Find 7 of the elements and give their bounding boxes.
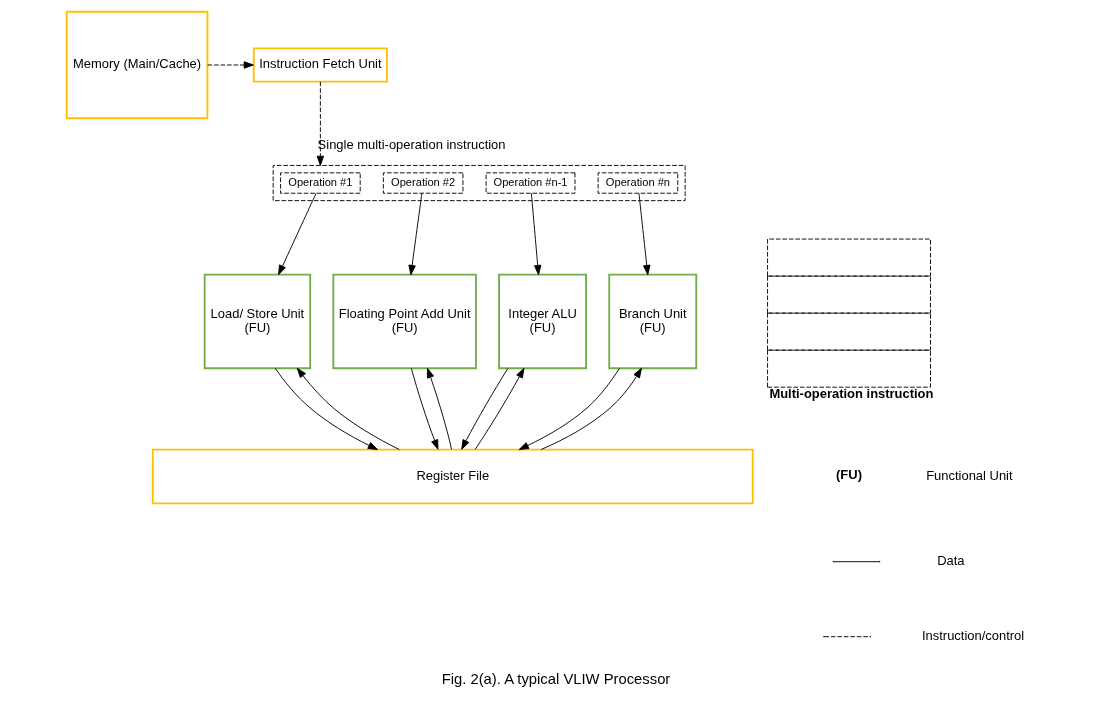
- label: (FU): [836, 467, 862, 483]
- caption: Fig. 2(a). A typical VLIW Processor: [441, 670, 671, 687]
- legend-label: Instruction/control: [921, 628, 1025, 644]
- legend-label: Data: [937, 553, 965, 569]
- edge-label: Single multi-operation instruction: [317, 136, 506, 152]
- node-label: Multi-operation instruction: [769, 386, 934, 402]
- label: Functional Unit: [926, 467, 1013, 483]
